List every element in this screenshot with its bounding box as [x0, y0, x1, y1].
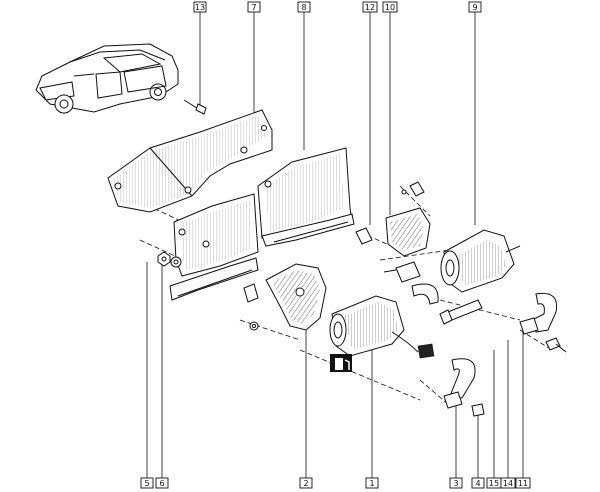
heat-shield-lower — [169, 193, 259, 301]
screw — [183, 99, 207, 115]
fuel-filter — [440, 229, 521, 293]
callout-11: 11 — [515, 477, 531, 489]
callout-13: 13 — [193, 1, 207, 13]
callout-1: 1 — [365, 477, 379, 489]
callout-10: 10 — [382, 1, 398, 13]
callout-12: 12 — [362, 1, 378, 13]
svg-text:5: 5 — [144, 479, 149, 488]
callout-15: 15 — [486, 477, 502, 489]
alignment-lines — [139, 185, 553, 407]
callout-14: 14 — [500, 477, 516, 489]
callout-6: 6 — [155, 477, 169, 489]
svg-text:4: 4 — [475, 479, 480, 488]
callout-8: 8 — [297, 1, 311, 13]
svg-text:1: 1 — [369, 479, 374, 488]
callout-7: 7 — [247, 1, 261, 13]
svg-text:8: 8 — [301, 3, 306, 12]
washer — [170, 256, 182, 268]
callout-3: 3 — [449, 477, 463, 489]
hose-clip — [355, 227, 373, 245]
svg-text:7: 7 — [251, 3, 256, 12]
svg-text:10: 10 — [385, 3, 395, 12]
filter-clip — [383, 261, 439, 305]
svg-text:11: 11 — [518, 479, 528, 488]
nut — [157, 251, 171, 267]
pump-support-bracket — [243, 263, 327, 331]
svg-text:3: 3 — [453, 479, 458, 488]
svg-text:13: 13 — [195, 3, 205, 12]
svg-text:6: 6 — [159, 479, 164, 488]
fuel-pump-icon — [330, 354, 352, 372]
filter-bracket — [385, 181, 431, 257]
fuel-pump — [329, 295, 435, 359]
screw — [439, 299, 483, 325]
mounting-bracket — [257, 147, 355, 247]
svg-text:9: 9 — [472, 3, 477, 12]
svg-text:14: 14 — [503, 479, 513, 488]
svg-text:15: 15 — [489, 479, 499, 488]
callout-5: 5 — [140, 477, 154, 489]
heat-shield-upper — [107, 109, 273, 213]
hose-clamp — [519, 292, 567, 353]
car-icon — [35, 43, 179, 114]
svg-text:2: 2 — [303, 479, 308, 488]
callout-9: 9 — [468, 1, 482, 13]
leader-lines — [146, 12, 524, 478]
pump-clamp — [443, 358, 485, 417]
svg-text:12: 12 — [365, 3, 375, 12]
callout-2: 2 — [299, 477, 313, 489]
callout-4: 4 — [471, 477, 485, 489]
